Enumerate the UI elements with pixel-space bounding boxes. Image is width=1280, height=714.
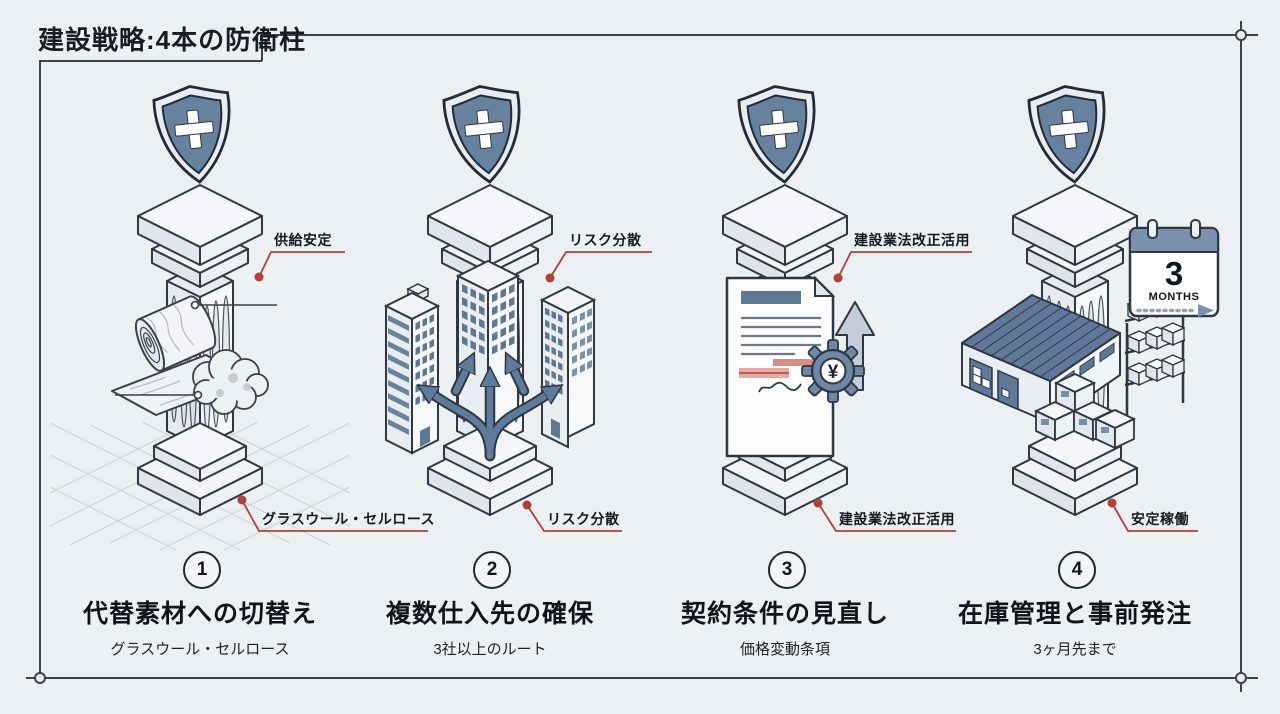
shield-icon [1026,81,1114,188]
pillar-1-subheading: グラスウール・セルロース [110,641,290,658]
page-title: 建設戦略:4本の防衛柱 [38,25,307,55]
pillar-3-number: 3 [768,551,806,589]
frame-corner-circle [1235,29,1247,41]
callout-risk-diversification-bottom: リスク分散 [547,511,620,527]
shield-icon [151,81,239,188]
building-right-icon [539,285,597,449]
branching-arrows-icon [432,368,548,462]
callout-law-amendment-bottom: 建設業法改正活用 [839,511,955,527]
yen-symbol: ¥ [828,362,839,383]
calendar-icon: 3 MONTHS [1128,219,1220,318]
pillar-1-number: 1 [183,551,221,589]
shield-icon [736,81,824,188]
cellulose-cloud-icon [192,349,269,415]
frame-corner-circle [34,672,46,684]
callout-glasswool-cellulose: グラスウール・セルロース [262,511,436,527]
callout-supply-stability: 供給安定 [274,232,332,248]
callout-bracket [115,300,277,400]
shield-icon [441,81,529,188]
pillar-2-subheading: 3社以上のルート [433,641,547,658]
building-left-icon [383,283,441,455]
callout-stable-operation: 安定稼働 [1131,511,1189,527]
pillar-4-subheading: 3ヶ月先まで [1033,641,1117,658]
pillar-3-subheading: 価格変動条項 [739,641,830,658]
price-up-arrow-icon [835,301,875,391]
pillar-1-heading: 代替素材への切替え [82,600,317,628]
callout-risk-diversification-top: リスク分散 [569,232,642,248]
pillar-2-illustration [383,81,597,516]
pillar-4-number: 4 [1058,551,1096,589]
shelf-rack-icon [1124,294,1186,417]
pillar-3-heading: 契約条件の見直し [680,600,889,628]
pillar-2-number: 2 [473,551,511,589]
yen-gear-icon: ¥ [801,339,865,403]
pillar-4-illustration: 3 MONTHS [961,81,1220,516]
pillar-4-heading: 在庫管理と事前発注 [957,600,1192,628]
contract-document-icon [725,275,836,458]
calendar-number: 3 [1165,255,1183,292]
insulation-roll-icon [134,295,217,372]
pillar-1-illustration [49,81,351,551]
frame-corner-circle [1235,672,1247,684]
calendar-unit-label: MONTHS [1149,291,1200,303]
pillar-2-heading: 複数仕入先の確保 [385,600,594,628]
pillar-3-illustration: ¥ [722,81,875,516]
callout-law-amendment-top: 建設業法改正活用 [854,232,970,248]
